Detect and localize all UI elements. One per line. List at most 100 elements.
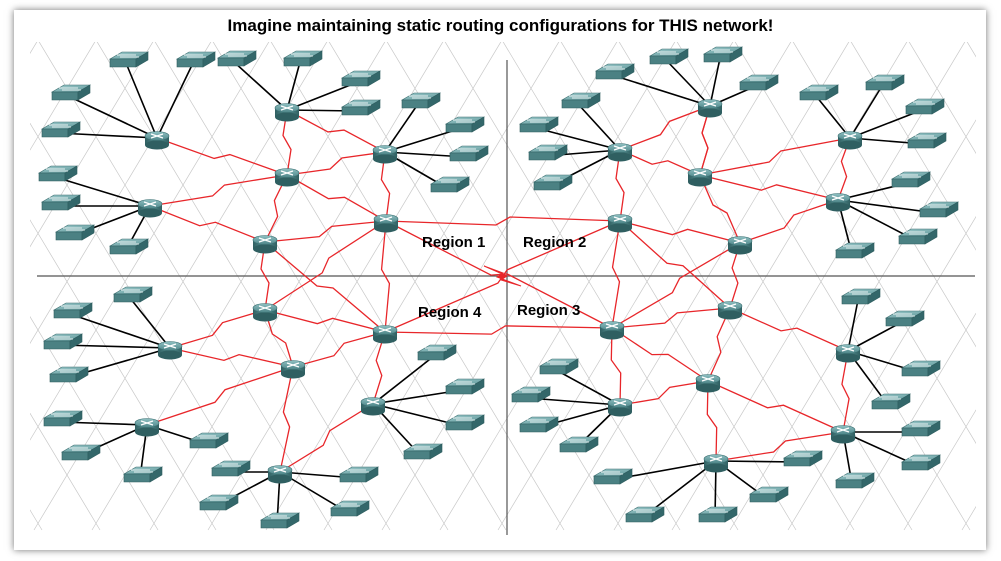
wan-link <box>715 431 844 462</box>
switch-icon <box>340 99 382 116</box>
switch-icon <box>900 360 942 377</box>
lan-link <box>286 61 301 111</box>
lan-link <box>129 297 171 349</box>
switch-icon <box>444 414 486 431</box>
grid-line <box>671 42 966 531</box>
switch-icon <box>798 84 840 101</box>
switch-icon <box>122 466 164 483</box>
switch-icon <box>108 51 150 68</box>
wan-link <box>619 380 709 406</box>
routers <box>134 99 863 484</box>
lan-link <box>535 127 621 151</box>
wan-link <box>372 331 386 405</box>
switch-icon <box>48 366 90 383</box>
wan-link <box>264 220 387 311</box>
grid-line <box>212 42 507 531</box>
switch-icon <box>416 344 458 361</box>
switch-icon <box>518 416 560 433</box>
wan-link <box>729 307 849 352</box>
wan-link <box>837 137 851 201</box>
grid-line <box>265 42 560 531</box>
switch-icon <box>558 436 600 453</box>
lan-link <box>847 299 859 352</box>
wan-link <box>264 174 288 243</box>
center-lightning-icon <box>483 265 522 287</box>
grid-line <box>444 42 739 531</box>
switch-icon <box>37 165 79 182</box>
grid-line <box>908 42 976 155</box>
switch-icon <box>282 50 324 67</box>
router-icon <box>599 321 625 340</box>
switch-icon <box>834 472 876 489</box>
wan-link <box>380 151 391 222</box>
switch-icon <box>748 486 790 503</box>
wan-link <box>169 347 294 368</box>
wan-link <box>380 220 391 333</box>
grid-line <box>30 122 275 531</box>
lan-link <box>372 355 435 405</box>
switch-icon <box>594 63 636 80</box>
grid-line <box>30 315 159 531</box>
switch-icon <box>884 310 926 327</box>
router-icon <box>134 418 160 437</box>
switch-icon <box>52 302 94 319</box>
grid-line <box>154 42 449 531</box>
grid-line <box>149 42 444 531</box>
router-icon <box>835 344 861 363</box>
wan-link <box>264 241 386 333</box>
switch-icon <box>782 450 824 467</box>
router-icon <box>373 214 399 233</box>
router-icon <box>252 235 278 254</box>
wan-link <box>260 241 270 311</box>
switch-icon <box>592 468 634 485</box>
grid-line <box>618 42 913 531</box>
switch-icon <box>444 378 486 395</box>
wan-link <box>619 149 701 176</box>
grid-line <box>560 42 855 531</box>
region-divider-axes <box>37 60 975 535</box>
grid-line <box>328 42 623 531</box>
wan-link <box>739 199 839 244</box>
router-icon <box>703 454 729 473</box>
switch-icon <box>444 116 486 133</box>
lan-link <box>156 62 194 139</box>
lan-link <box>815 95 851 139</box>
grid-line <box>792 42 976 348</box>
grid-line <box>30 42 212 345</box>
lan-link <box>59 344 171 349</box>
region-2-label: Region 2 <box>523 234 587 251</box>
wan-link <box>706 380 718 462</box>
wan-link <box>282 109 292 176</box>
wan-links <box>146 105 851 473</box>
wan-link <box>286 109 386 153</box>
router-icon <box>372 325 398 344</box>
lan-link <box>837 199 916 241</box>
grid-line <box>30 42 38 55</box>
lan-link <box>54 176 151 207</box>
switch-icon <box>900 454 942 471</box>
lan-link <box>286 81 359 111</box>
switch-icon <box>648 48 690 65</box>
switch-icon <box>448 145 490 162</box>
wan-link <box>611 242 741 329</box>
router-icon <box>137 199 163 218</box>
lan-link <box>384 103 419 153</box>
grid-line <box>555 42 850 531</box>
switch-icon <box>198 494 240 511</box>
switch-icon <box>40 121 82 138</box>
switch-icon <box>890 171 932 188</box>
wan-link <box>610 327 622 406</box>
grid-line <box>323 42 618 531</box>
router-icon <box>267 465 293 484</box>
wan-link <box>292 331 386 368</box>
switch-icon <box>864 74 906 91</box>
wan-link <box>699 174 839 201</box>
lan-link <box>709 57 721 107</box>
grid-line <box>270 42 565 531</box>
wan-link <box>707 380 844 433</box>
grid-line <box>961 505 976 531</box>
switch-icon <box>338 466 380 483</box>
region-1-label: Region 1 <box>422 234 486 251</box>
wan-link <box>264 309 294 368</box>
